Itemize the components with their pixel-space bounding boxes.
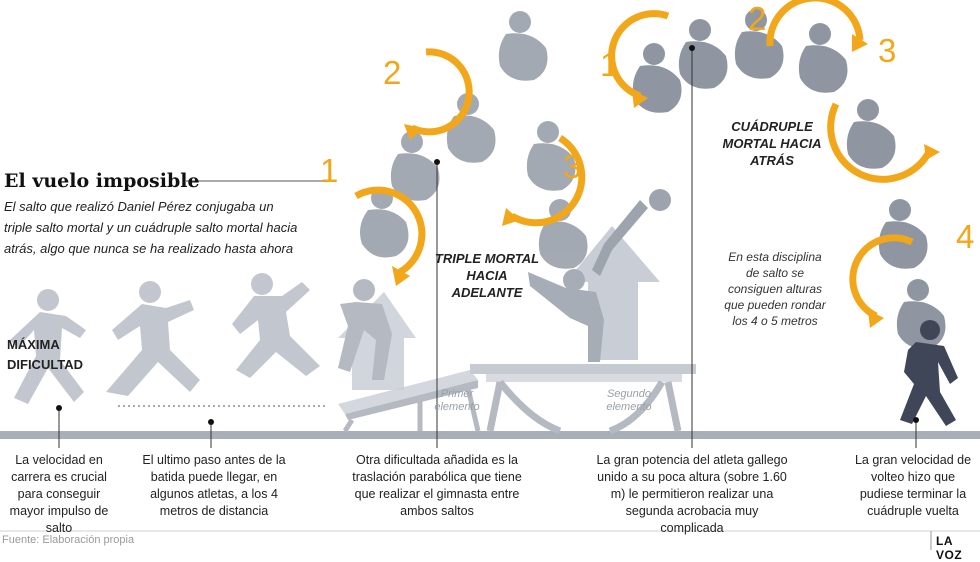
rotation-arc-quad-1 [608, 10, 670, 100]
caption-run-speed: La velocidad en carrera es crucial para … [9, 453, 109, 535]
rotation-number-quad-3: 3 [878, 32, 897, 69]
arrowhead [868, 310, 884, 328]
caption-parabolic-translation: Otra dificultada añadida es la traslació… [352, 453, 522, 518]
rotation-arc-quad-4 [849, 234, 914, 320]
rotation-arc-quad-3 [827, 102, 934, 183]
triple-figure [538, 199, 588, 269]
callout-dot [689, 45, 695, 51]
arrowhead [404, 124, 422, 140]
triple-jump-label: TRIPLE MORTAL HACIA ADELANTE [434, 251, 540, 300]
callout-dot [208, 419, 214, 425]
diagram-canvas [0, 0, 980, 550]
callout-lines [58, 48, 917, 448]
quadruple-figure [678, 19, 728, 89]
first-element-springboard [338, 370, 481, 433]
height-note: En esta disciplina de salto se consiguen… [724, 250, 826, 328]
difficulty-label: MÁXIMA DIFICULTAD [7, 337, 84, 372]
second-element-label: Segundo elemento [606, 388, 652, 413]
rotation-number-triple-1: 1 [320, 152, 339, 189]
rotation-number-quad-1: 1 [600, 46, 619, 83]
intro-text: El salto que realizó Daniel Pérez conjug… [4, 199, 298, 256]
takeoff-figure [338, 279, 392, 380]
rotation-arrows [354, 0, 934, 320]
quadruple-jump-label: CUÁDRUPLE MORTAL HACIA ATRÁS [722, 119, 822, 168]
second-element-vault [470, 364, 696, 435]
triple-figure [390, 131, 440, 201]
arrowhead [924, 144, 940, 160]
quadruple-figure [878, 199, 928, 269]
runner-figure-3 [232, 273, 320, 378]
landing-figure [900, 320, 958, 426]
rotation-arc-triple-2 [410, 48, 473, 136]
quadruple-figure [896, 279, 946, 349]
runner-figure-1 [10, 289, 86, 404]
callout-dots [56, 45, 919, 425]
first-element-label: Primer elemento [434, 388, 480, 413]
rotation-arc-quad-2 [766, 0, 864, 47]
quadruple-figure [798, 23, 848, 93]
caption-athlete-power: La gran potencia del atleta gallego unid… [596, 453, 788, 535]
quadruple-figure [846, 99, 896, 169]
arrowhead [852, 34, 868, 52]
callout-dot [56, 405, 62, 411]
rotation-number-triple-2: 2 [383, 54, 402, 91]
arrowhead [502, 208, 520, 226]
runner-figure-2 [106, 281, 200, 396]
source-credit: Fuente: Elaboración propia [2, 534, 135, 546]
caption-rotation-speed: La gran velocidad de volteo hizo que pud… [854, 453, 972, 518]
brand-logo: LA VOZ [936, 534, 963, 562]
rotation-arrowheads [392, 34, 940, 328]
page-title: El vuelo imposible [4, 170, 200, 192]
quadruple-figure [632, 43, 682, 113]
rotation-arc-triple-3 [510, 135, 586, 227]
triple-figure [526, 121, 576, 191]
triple-figure [446, 93, 496, 163]
rotation-number-quad-2: 2 [748, 0, 767, 37]
callout-dot [913, 417, 919, 423]
caption-last-step: El ultimo paso antes de la batida puede … [142, 453, 286, 518]
rotation-arc-triple-1 [354, 186, 426, 276]
arrowhead [632, 90, 648, 108]
run-up-figures [10, 273, 320, 404]
ground-line [0, 431, 980, 439]
rotation-number-triple-3: 3 [563, 148, 582, 185]
rotation-number-quad-4: 4 [956, 218, 975, 255]
triple-figure [498, 11, 548, 81]
triple-somersault-figures [360, 11, 588, 269]
diving-figure [592, 189, 671, 276]
vault-support-figure [528, 269, 604, 362]
callout-dot [434, 159, 440, 165]
arrowhead [392, 266, 410, 286]
